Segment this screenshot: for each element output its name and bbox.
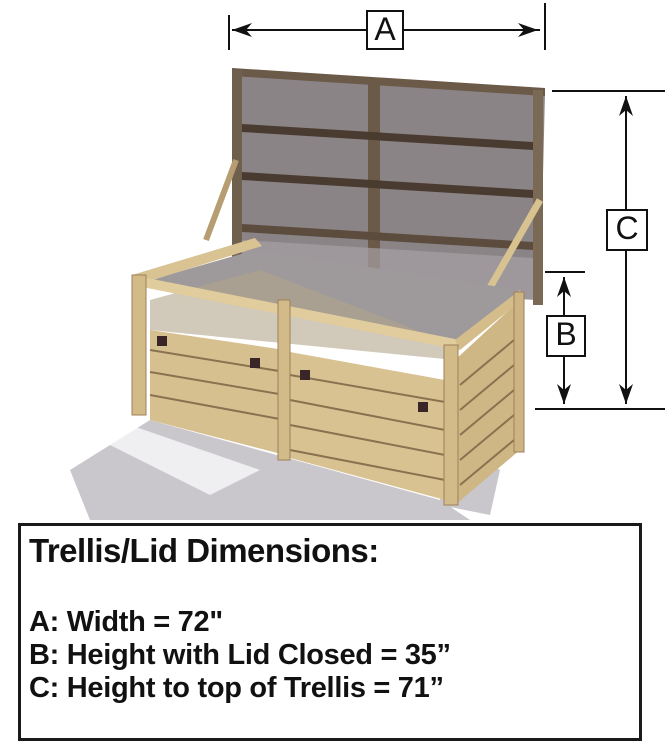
info-title: Trellis/Lid Dimensions: bbox=[29, 532, 379, 569]
spec-width: A: Width = 72" bbox=[29, 606, 223, 638]
dimension-a-label: A bbox=[366, 10, 404, 50]
dimension-c-label: C bbox=[606, 209, 648, 251]
dimensions-info-box: Trellis/Lid Dimensions: A: Width = 72" B… bbox=[18, 523, 642, 741]
spec-height-lid-closed: B: Height with Lid Closed = 35” bbox=[29, 639, 451, 671]
planter-diagram: A C B bbox=[70, 3, 665, 520]
raised-planter-illustration bbox=[70, 3, 665, 520]
dimension-a-arrow bbox=[228, 3, 546, 50]
dimension-c-arrow bbox=[535, 90, 665, 410]
dimension-b-label: B bbox=[546, 315, 586, 357]
spec-height-trellis: C: Height to top of Trellis = 71” bbox=[29, 672, 444, 704]
spec-list: A: Width = 72" B: Height with Lid Closed… bbox=[29, 606, 631, 705]
dimension-b-arrow bbox=[545, 271, 585, 404]
